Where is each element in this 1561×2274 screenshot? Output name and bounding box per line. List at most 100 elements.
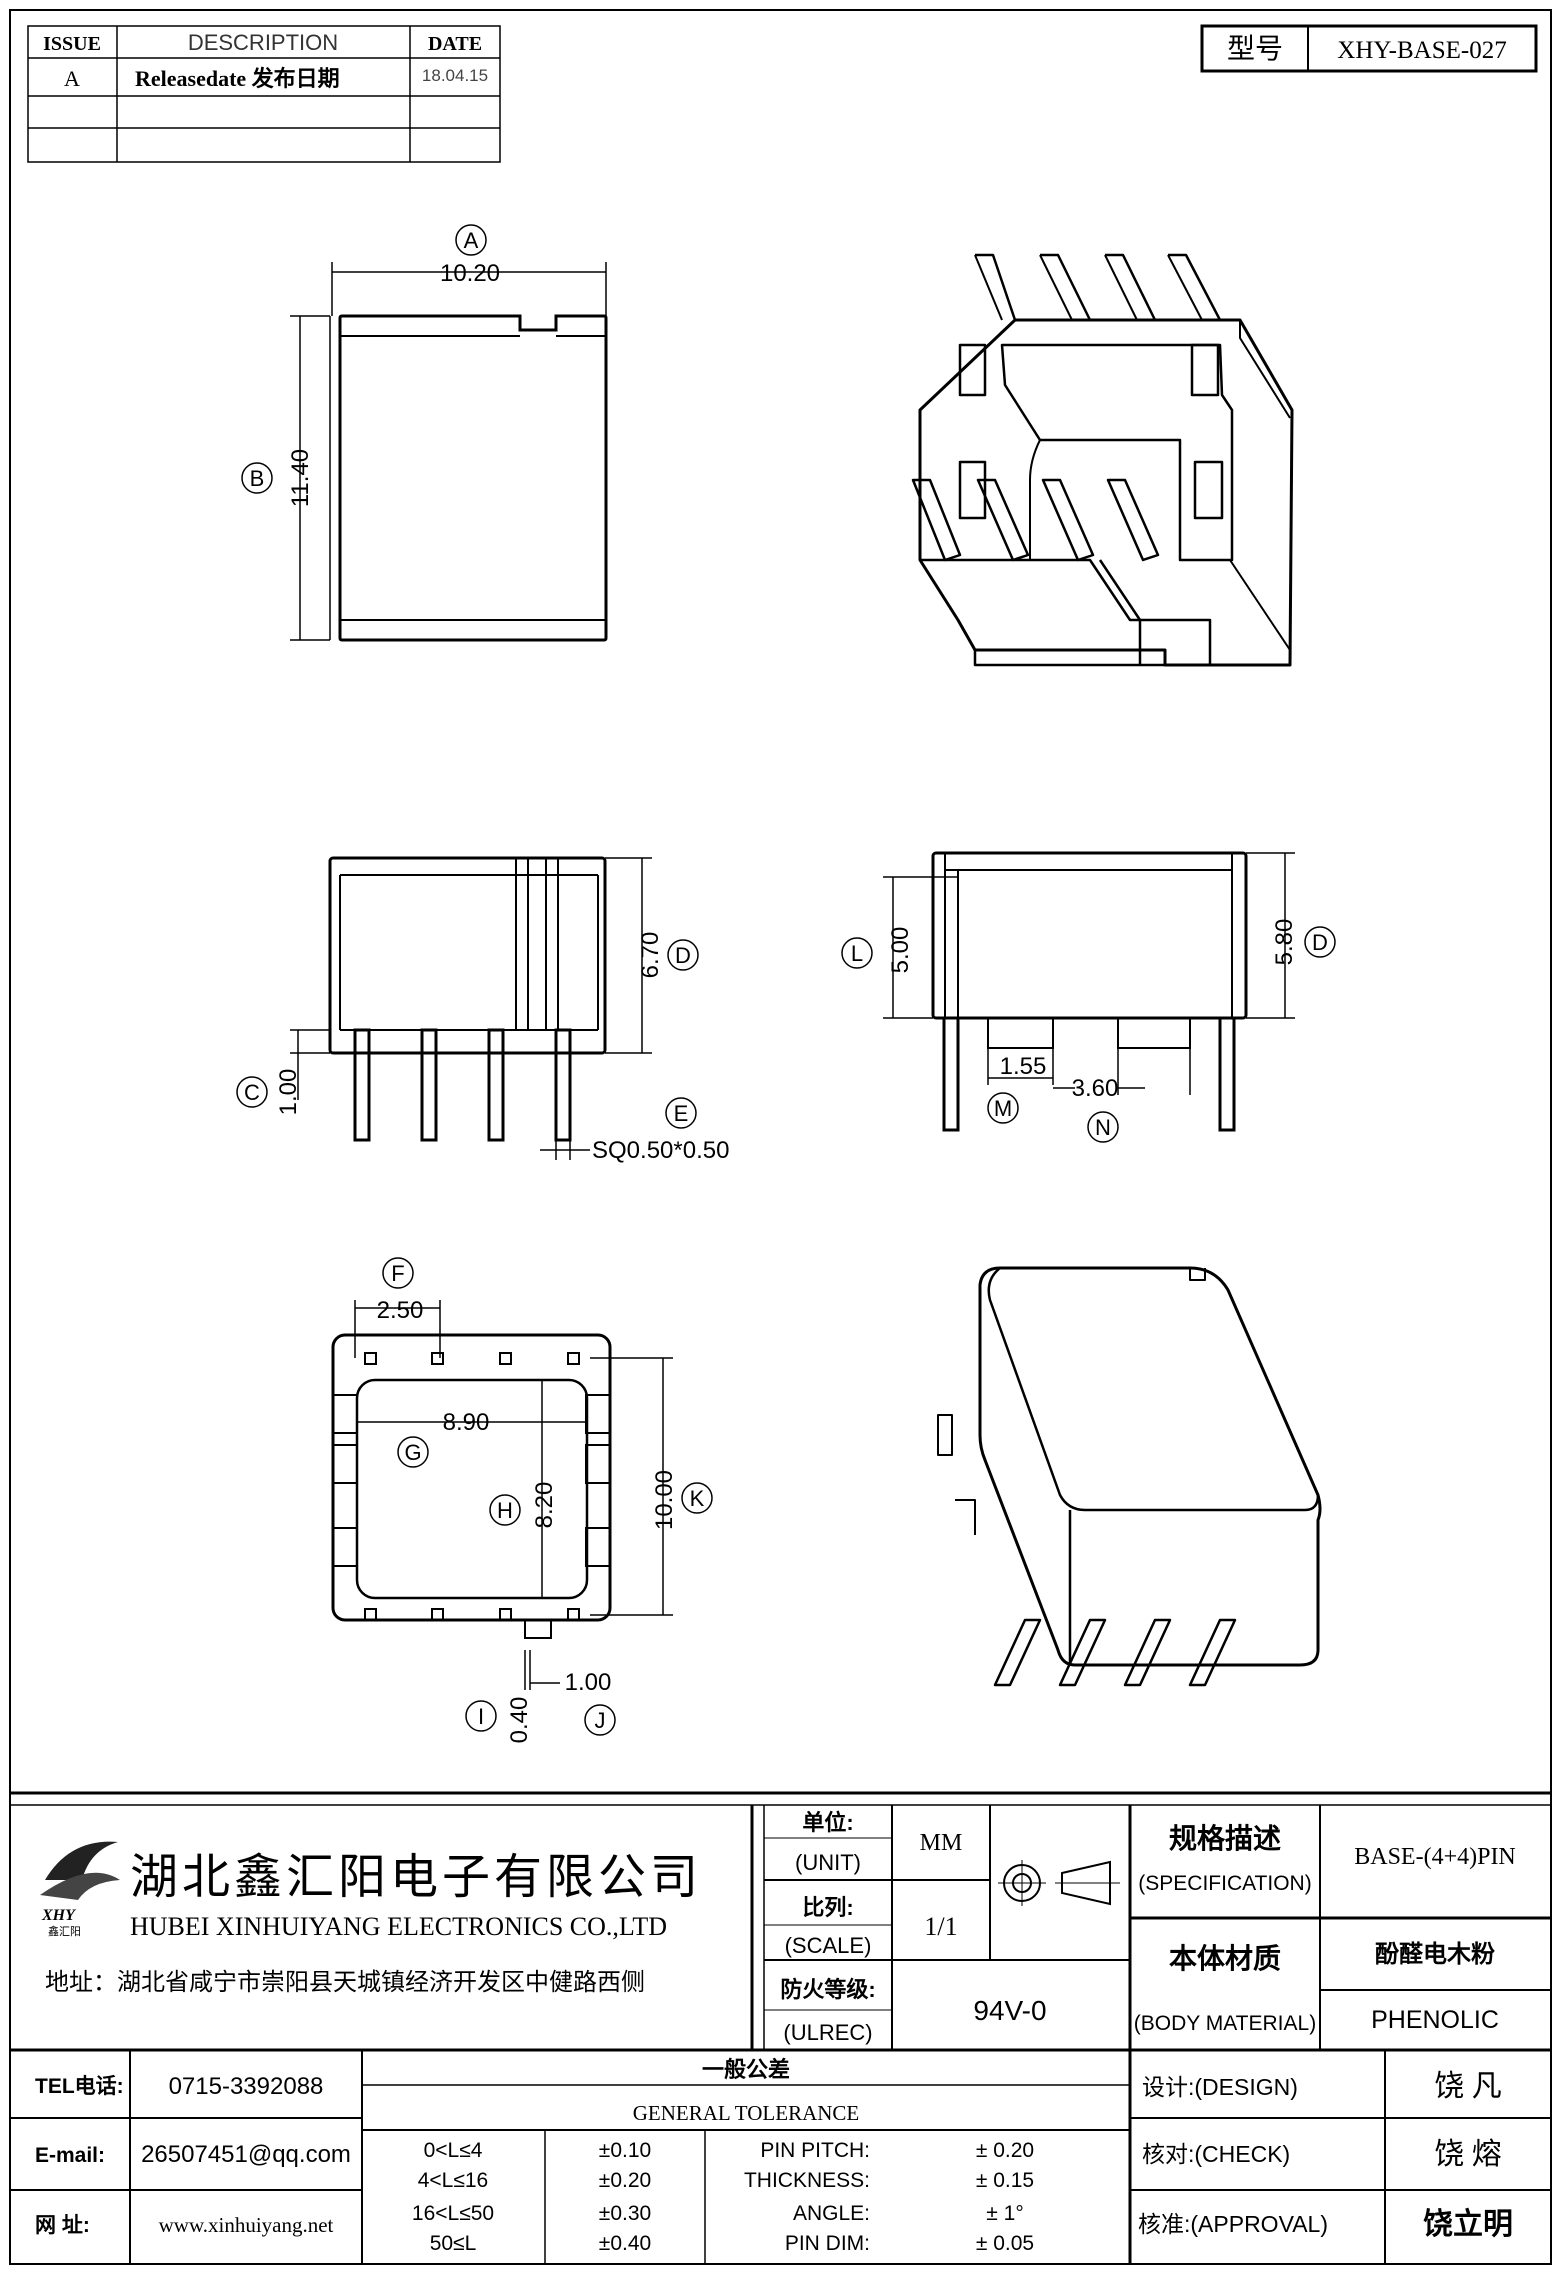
dim-F: 2.50	[377, 1297, 424, 1324]
rev-header-issue: ISSUE	[43, 33, 101, 55]
iso-view-top	[911, 253, 1294, 667]
dim-D: 6.70	[637, 932, 664, 979]
tol-range-2: 16<L≤50	[412, 2202, 494, 2225]
tol-value-2: ±0.30	[599, 2202, 651, 2225]
tag-C: C	[244, 1080, 260, 1105]
tel-label: TEL电话:	[35, 2075, 124, 2098]
tol-range-1: 4<L≤16	[418, 2169, 489, 2192]
material-label-cn: 本体材质	[1169, 1943, 1281, 1974]
unit-label-en: (UNIT)	[795, 1850, 861, 1875]
tol-value-0: ±0.10	[599, 2139, 651, 2162]
dim-H: 8.20	[531, 1482, 558, 1529]
fire-value: 94V-0	[973, 1995, 1046, 2026]
tol-spec-value-2: ± 1°	[986, 2202, 1023, 2225]
tag-circle-H	[489, 1494, 521, 1526]
scale-label-cn: 比列:	[802, 1895, 853, 1920]
dim-E: SQ0.50*0.50	[592, 1137, 729, 1164]
scale-value: 1/1	[924, 1912, 957, 1941]
tol-range-3: 50≤L	[430, 2232, 477, 2255]
model-label: 型号	[1227, 33, 1283, 64]
dim-D2: 5.80	[1271, 919, 1298, 966]
bottom-view	[331, 1333, 612, 1639]
logo-text: XHY	[41, 1907, 76, 1924]
dim-lines-front	[290, 857, 652, 1160]
dim-J: 1.00	[565, 1669, 612, 1696]
revision-table	[27, 25, 501, 163]
tag-D: D	[675, 943, 691, 968]
unit-label-cn: 单位:	[802, 1810, 853, 1835]
tol-value-1: ±0.20	[599, 2169, 651, 2192]
company-name-en: HUBEI XINHUIYANG ELECTRONICS CO.,LTD	[130, 1912, 667, 1941]
dim-G: 8.90	[443, 1409, 490, 1436]
dim-lines-bottom	[354, 1300, 673, 1690]
tag-L: L	[851, 941, 863, 966]
tag-B: B	[250, 466, 265, 491]
tag-circle-A	[455, 224, 487, 256]
web-value[interactable]: www.xinhuiyang.net	[159, 2213, 334, 2237]
tag-circle-E	[665, 1097, 697, 1129]
tag-N: N	[1095, 1115, 1111, 1140]
side-view	[931, 851, 1248, 1132]
title-block-grid	[10, 1791, 1551, 2264]
tel-value: 0715-3392088	[169, 2073, 324, 2100]
dim-K: 10.00	[651, 1470, 678, 1530]
material-label-en: (BODY MATERIAL)	[1134, 2012, 1316, 2035]
tag-circle-B	[241, 462, 273, 494]
material-value-en: PHENOLIC	[1371, 2006, 1499, 2034]
spec-value: BASE-(4+4)PIN	[1354, 1844, 1516, 1870]
tag-circle-N	[1087, 1111, 1119, 1143]
tag-D2: D	[1312, 930, 1328, 955]
rev-header-date: DATE	[428, 33, 482, 55]
tag-circle-I	[465, 1700, 497, 1732]
scale-label-en: (SCALE)	[785, 1933, 872, 1958]
sheet-border	[9, 9, 1552, 2265]
tolerance-title-cn: 一般公差	[702, 2057, 790, 2082]
dim-M: 1.55	[1000, 1053, 1047, 1080]
tol-spec-1: THICKNESS:	[744, 2169, 870, 2192]
dim-lines-top	[290, 262, 607, 641]
web-label: 网 址:	[35, 2214, 90, 2237]
tol-spec-value-3: ± 0.05	[976, 2232, 1034, 2255]
fire-label-cn: 防火等级:	[780, 1977, 875, 2002]
tol-spec-3: PIN DIM:	[785, 2232, 870, 2255]
tol-spec-2: ANGLE:	[793, 2202, 870, 2225]
tol-range-0: 0<L≤4	[424, 2139, 483, 2162]
dim-N: 3.60	[1072, 1075, 1119, 1102]
tag-circle-F	[382, 1257, 414, 1289]
tag-J: J	[595, 1708, 606, 1733]
rev-header-description: DESCRIPTION	[188, 30, 338, 55]
projection-symbol-icon	[998, 1860, 1120, 1906]
approval-label: 核准:(APPROVAL)	[1138, 2211, 1328, 2237]
model-value: XHY-BASE-027	[1337, 37, 1506, 64]
dim-L: 5.00	[887, 927, 914, 974]
tag-circle-D	[667, 939, 699, 971]
tag-circle-K	[681, 1482, 713, 1514]
tag-M: M	[994, 1096, 1012, 1121]
design-name: 饶 凡	[1434, 2070, 1502, 2103]
dim-C: 1.00	[275, 1069, 302, 1116]
material-value-cn: 酚醛电木粉	[1375, 1941, 1495, 1968]
tol-value-3: ±0.40	[599, 2232, 651, 2255]
tol-spec-0: PIN PITCH:	[760, 2139, 870, 2162]
rev-row-description: Releasedate 发布日期	[135, 66, 340, 91]
front-view	[328, 856, 607, 1142]
company-name-cn: 湖北鑫汇阳电子有限公司	[130, 1851, 702, 1904]
design-label: 设计:(DESIGN)	[1142, 2074, 1298, 2100]
logo-sub: 鑫汇阳	[48, 1924, 81, 1938]
model-box	[1200, 24, 1538, 73]
rev-row-date: 18.04.15	[422, 66, 488, 85]
tolerance-title-en: GENERAL TOLERANCE	[633, 2101, 860, 2125]
dim-B: 11.40	[287, 449, 314, 507]
tag-G: G	[404, 1440, 421, 1465]
email-value[interactable]: 26507451@qq.com	[141, 2141, 351, 2168]
dim-lines-side	[883, 852, 1295, 1095]
spec-label-cn: 规格描述	[1169, 1823, 1281, 1854]
tag-circle-D2	[1304, 926, 1336, 958]
tag-circle-M	[987, 1092, 1019, 1124]
tag-E: E	[674, 1101, 689, 1126]
dim-I: 0.40	[506, 1697, 533, 1744]
fire-label-en: (ULREC)	[783, 2020, 872, 2045]
check-label: 核对:(CHECK)	[1142, 2141, 1290, 2167]
tag-circle-C	[236, 1076, 268, 1108]
